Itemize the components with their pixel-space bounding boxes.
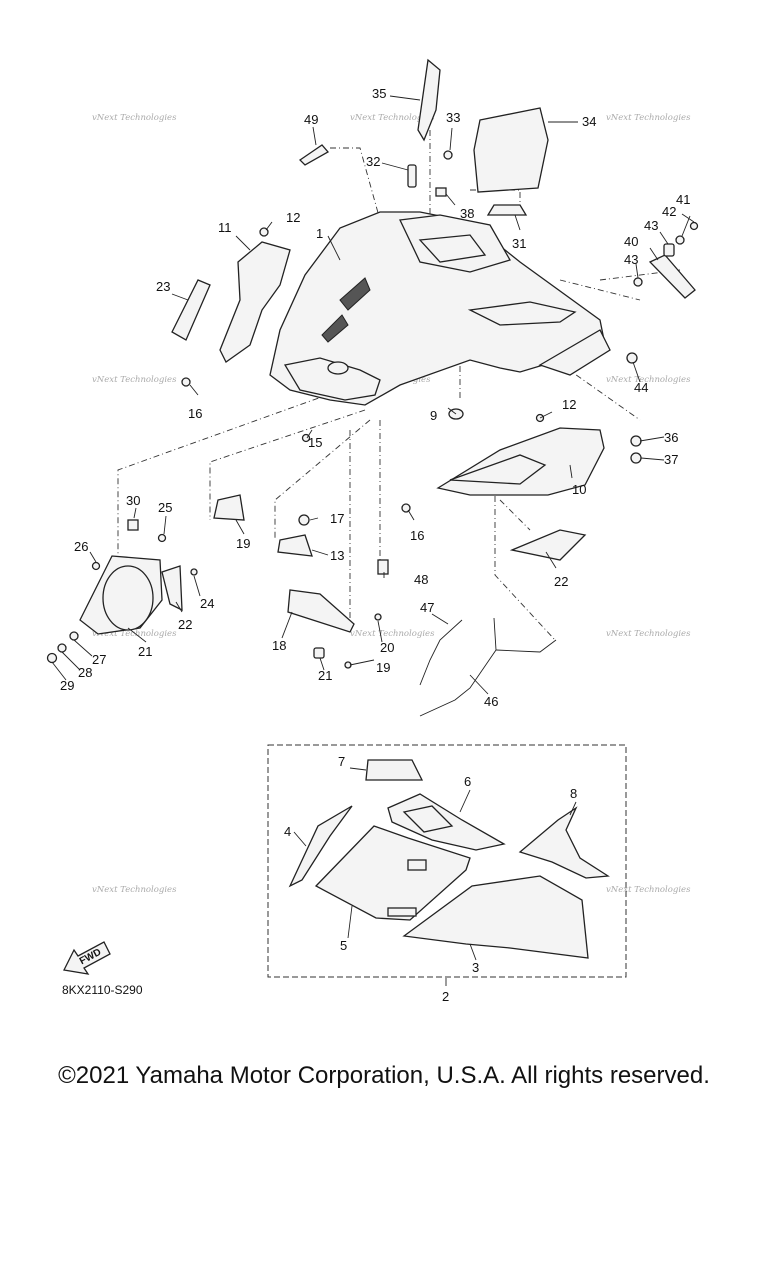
- callout-43-lower: 43: [624, 252, 638, 267]
- callout-22: 22: [554, 574, 568, 589]
- callout-48: 48: [414, 572, 428, 587]
- part-shapes: [46, 58, 699, 717]
- callout-6: 6: [464, 774, 471, 789]
- parts-diagram: vNext Technologies vNext Technologies vN…: [46, 58, 699, 1004]
- callout-31: 29: [60, 678, 74, 693]
- callout-38: 36: [664, 430, 678, 445]
- callout-40: 38: [460, 206, 474, 221]
- callout-4: 4: [284, 824, 291, 839]
- callout-33: 31: [512, 236, 526, 251]
- callout-30: 28: [78, 665, 92, 680]
- callout-23: 23: [156, 279, 170, 294]
- callout-19: 19: [376, 660, 390, 675]
- callout-11: 11: [218, 220, 232, 235]
- callout-24: 21: [138, 644, 152, 659]
- callout-43: 42: [662, 204, 676, 219]
- callout-37: 35: [372, 86, 386, 101]
- decal-set: [267, 744, 627, 978]
- callout-44: 43: [644, 218, 658, 233]
- callout-13: 13: [330, 548, 344, 563]
- watermark: vNext Technologies: [606, 113, 691, 123]
- callout-27: 25: [158, 500, 172, 515]
- callout-12-right: 12: [562, 397, 576, 412]
- callout-35: 33: [446, 110, 460, 125]
- watermark: vNext Technologies: [92, 885, 177, 895]
- watermark: vNext Technologies: [92, 629, 177, 639]
- callout-47: 47: [420, 600, 434, 615]
- callout-45: 44: [634, 380, 648, 395]
- callout-12: 12: [286, 210, 300, 225]
- callout-32: 30: [126, 493, 140, 508]
- callout-16-right: 16: [410, 528, 424, 543]
- watermark: vNext Technologies: [606, 629, 691, 639]
- callout-26: 24: [200, 596, 214, 611]
- callout-5: 5: [340, 938, 347, 953]
- callout-29: 27: [92, 652, 106, 667]
- callout-49: 49: [304, 112, 318, 127]
- callout-15: 15: [308, 435, 322, 450]
- callout-14: 19: [236, 536, 250, 551]
- watermark: vNext Technologies: [350, 113, 435, 123]
- callout-7: 7: [338, 754, 345, 769]
- callout-17: 17: [330, 511, 344, 526]
- watermark: vNext Technologies: [606, 885, 691, 895]
- callout-28: 26: [74, 539, 88, 554]
- callout-25: 22: [178, 617, 192, 632]
- leader-lines: [51, 95, 695, 986]
- callout-8: 8: [570, 786, 577, 801]
- copyright-notice: ©2021 Yamaha Motor Corporation, U.S.A. A…: [58, 1062, 710, 1089]
- front-cowl: [269, 211, 611, 406]
- callout-18: 18: [272, 638, 286, 653]
- callout-9: 9: [430, 408, 437, 423]
- callout-21: 21: [318, 668, 332, 683]
- watermark: vNext Technologies: [92, 375, 177, 385]
- callout-1: 1: [316, 226, 323, 241]
- watermark: vNext Technologies: [92, 113, 177, 123]
- callout-3: 3: [472, 960, 479, 975]
- callout-39: 37: [664, 452, 678, 467]
- callout-36: 34: [582, 114, 596, 129]
- forward-arrow-icon: FWD: [63, 941, 111, 975]
- callout-16: 16: [188, 406, 202, 421]
- callout-10: 10: [572, 482, 586, 497]
- callout-2: 2: [442, 989, 449, 1004]
- watermark: vNext Technologies: [606, 375, 691, 385]
- callout-34: 32: [366, 154, 380, 169]
- callout-20: 20: [380, 640, 394, 655]
- callout-46: 46: [484, 694, 498, 709]
- callout-labels: 35 34 49 33 32 38 31 1 11 12 23 16 15 9 …: [60, 86, 690, 1004]
- callout-42: 41: [676, 192, 690, 207]
- watermark: vNext Technologies: [350, 629, 435, 639]
- figure-code: 8KX2110-S290: [62, 983, 143, 997]
- callout-41: 40: [624, 234, 638, 249]
